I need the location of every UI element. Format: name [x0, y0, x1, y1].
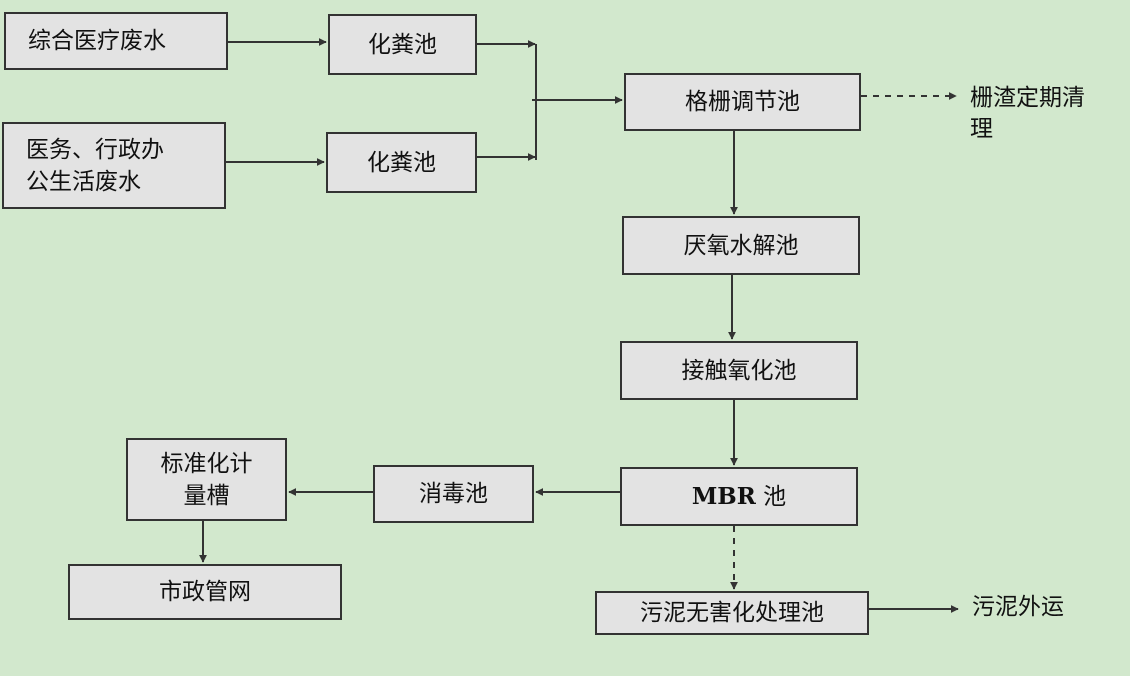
disinfection-tank-box: 消毒池: [373, 465, 534, 523]
disinfection-tank-label: 消毒池: [419, 481, 488, 507]
septic-tank-label-2: 化粪池: [367, 149, 436, 176]
mbr-tank-label: MBR 池: [692, 481, 786, 513]
mbr-tank-suffix: 池: [755, 483, 787, 510]
municipal-network-label: 市政管网: [159, 579, 251, 605]
septic-tank-label-1: 化粪池: [368, 31, 437, 58]
medical-wastewater-box: 综合医疗废水: [4, 12, 228, 70]
standard-metering-tank-box: 标准化计 量槽: [126, 438, 287, 521]
septic-tank-box-1: 化粪池: [328, 14, 477, 75]
mbr-acronym: MBR: [691, 482, 756, 510]
screen-residue-cleaning-label: 栅渣定期清 理: [970, 85, 1085, 142]
contact-oxidation-tank-box: 接触氧化池: [620, 341, 858, 400]
admin-domestic-wastewater-label: 医务、行政办 公生活废水: [26, 136, 164, 195]
anaerobic-hydrolysis-tank-box: 厌氧水解池: [622, 216, 860, 275]
medical-wastewater-label: 综合医疗废水: [28, 28, 166, 54]
sludge-transport-label: 污泥外运: [972, 594, 1064, 620]
admin-domestic-wastewater-box: 医务、行政办 公生活废水: [2, 122, 226, 209]
standard-metering-tank-label: 标准化计 量槽: [160, 450, 253, 509]
municipal-network-box: 市政管网: [68, 564, 342, 620]
contact-oxidation-tank-label: 接触氧化池: [681, 357, 797, 384]
septic-tank-box-2: 化粪池: [326, 132, 477, 193]
mbr-tank-box: MBR 池: [620, 467, 858, 526]
anaerobic-hydrolysis-tank-label: 厌氧水解池: [683, 232, 799, 259]
sludge-treatment-tank-box: 污泥无害化处理池: [595, 591, 869, 635]
screen-regulating-tank-label: 格栅调节池: [685, 89, 800, 115]
sludge-treatment-tank-label: 污泥无害化处理池: [640, 600, 824, 626]
screen-regulating-tank-box: 格栅调节池: [624, 73, 861, 131]
